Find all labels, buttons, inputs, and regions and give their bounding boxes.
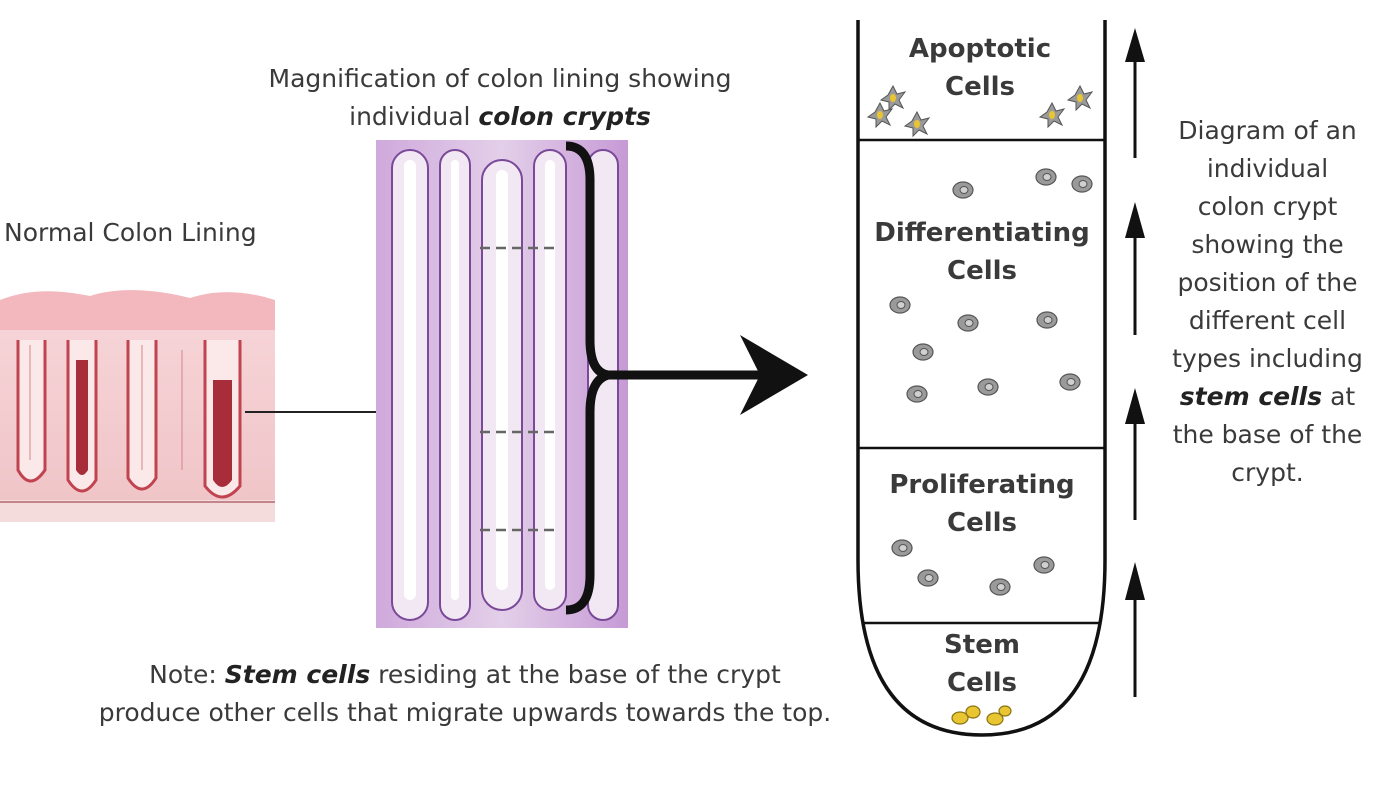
crypt-diagram-caption: Diagram of an individual colon crypt sho… [1150, 112, 1385, 492]
differentiating-label-line1: Differentiating [874, 218, 1090, 248]
apoptotic-label-line2: Cells [944, 72, 1015, 102]
stem-cells-label: Stem Cells [902, 626, 1062, 702]
caption-line: types including [1172, 344, 1363, 373]
apoptotic-label-line1: Apoptotic [908, 34, 1052, 64]
magnification-caption-prefix: individual [349, 102, 479, 131]
colon-crypts-emphasis: colon crypts [478, 102, 651, 131]
crypt-diagram [856, 20, 1107, 737]
colon-lining-illustration [0, 290, 275, 522]
proliferating-cells-cluster [891, 539, 1055, 596]
note-line2: produce other cells that migrate upwards… [98, 698, 832, 727]
stem-cells-emphasis: stem cells [1179, 382, 1323, 411]
proliferating-label-line2: Cells [946, 508, 1017, 538]
caption-line: stem cells at [1150, 378, 1385, 416]
note-line1: Note: Stem cells residing at the base of… [40, 656, 890, 694]
note-stem-cells-emphasis: Stem cells [224, 660, 371, 689]
caption-line: individual [1206, 154, 1329, 183]
caption-line: showing the [1191, 230, 1344, 259]
apoptotic-cells-label: Apoptotic Cells [880, 30, 1080, 106]
caption-line: different cell [1188, 306, 1347, 335]
normal-colon-lining-label: Normal Colon Lining [4, 218, 257, 247]
big-right-arrow [606, 335, 808, 415]
caption-line: colon crypt [1197, 192, 1338, 221]
caption-line: position of the [1177, 268, 1358, 297]
differentiating-cells-label: Differentiating Cells [862, 214, 1102, 290]
note-prefix: Note: [149, 660, 225, 689]
magnification-caption-line2: individual colon crypts [230, 98, 770, 136]
proliferating-label-line1: Proliferating [889, 470, 1075, 500]
stem-cells-cluster [951, 705, 1012, 726]
magnification-caption-line1: Magnification of colon lining showing [268, 64, 732, 93]
caption-line: the base of the [1172, 420, 1363, 449]
caption-line: crypt. [1231, 458, 1304, 487]
differentiating-label-line2: Cells [946, 256, 1017, 286]
proliferating-cells-label: Proliferating Cells [872, 466, 1092, 542]
caption-suffix: at [1322, 382, 1356, 411]
upward-migration-arrows [1125, 28, 1145, 697]
stem-cell-note: Note: Stem cells residing at the base of… [40, 656, 890, 732]
caption-line: Diagram of an [1178, 116, 1357, 145]
magnification-caption: Magnification of colon lining showing in… [230, 60, 770, 136]
stem-label-line1: Stem [944, 630, 1020, 660]
note-line1-rest: residing at the base of the crypt [370, 660, 781, 689]
stem-label-line2: Cells [946, 668, 1017, 698]
